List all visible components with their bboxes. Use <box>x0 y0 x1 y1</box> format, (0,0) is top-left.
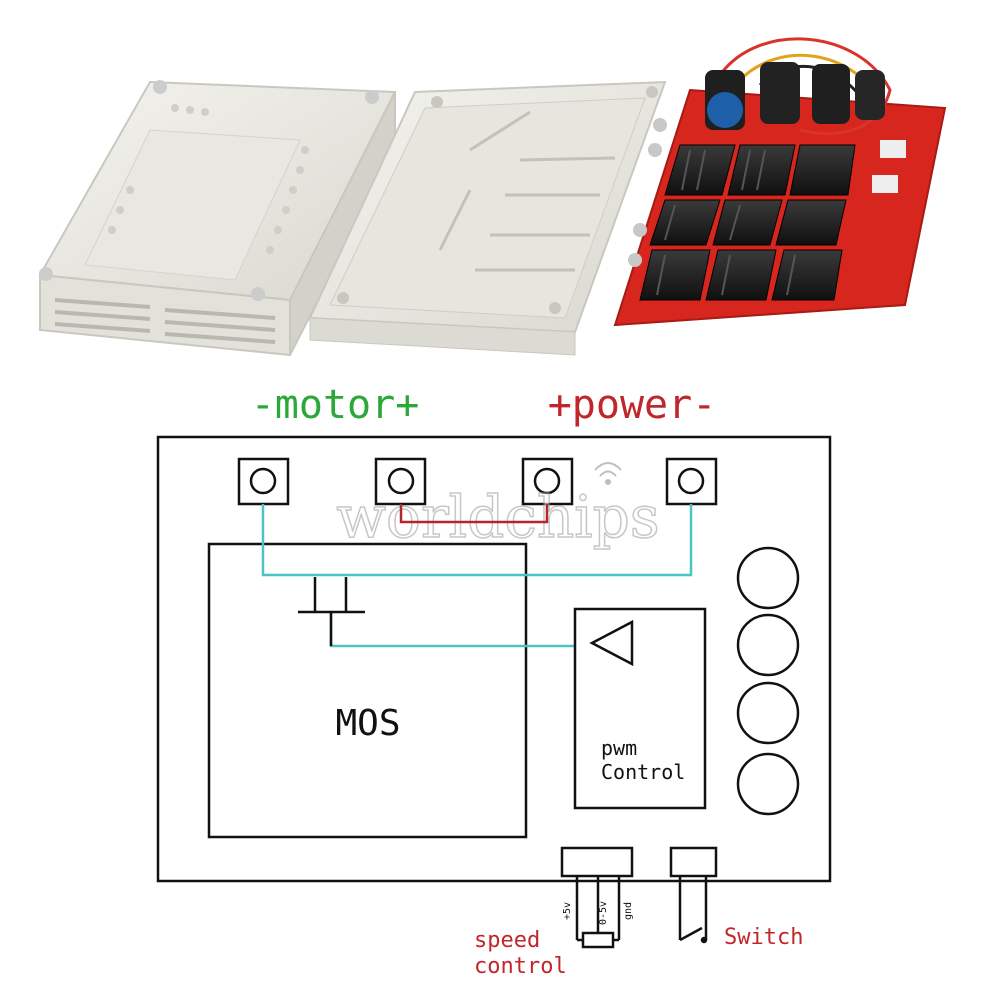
speed-control-connector <box>560 846 634 949</box>
red-link-wire <box>399 504 549 524</box>
mos-label: MOS <box>335 703 400 744</box>
controller-board <box>613 37 947 327</box>
pwm-control-block <box>573 607 707 810</box>
enclosure-cover <box>38 80 397 357</box>
switch-icon <box>679 926 703 942</box>
terminal-power-minus <box>665 457 718 506</box>
mosfet-symbol <box>298 577 365 646</box>
pin-label-gnd: gnd <box>623 902 634 920</box>
pwm-driver-triangle-icon <box>589 619 634 667</box>
wifi-icon <box>594 462 622 485</box>
capacitor-3 <box>736 681 800 745</box>
capacitors <box>705 62 885 130</box>
watermark-text: worldchips <box>336 483 659 551</box>
pin-label-0-5v: 0-5v <box>598 901 609 925</box>
capacitor-circles <box>736 546 800 816</box>
potentiometer-icon <box>581 931 615 949</box>
mos-block <box>207 542 528 839</box>
switch-label: Switch <box>724 925 803 950</box>
board-outline <box>156 435 832 883</box>
speed-control-label-line1: speed <box>474 928 540 953</box>
capacitor-2 <box>736 613 800 677</box>
enclosure-base <box>308 80 667 356</box>
pwm-label-line2: Control <box>601 760 685 784</box>
power-terminal-label: +power- <box>548 382 717 428</box>
watermark: worldchips <box>336 462 660 552</box>
pwm-label-line1: pwm <box>601 736 637 760</box>
speed-pin-labels: +5v 0-5v gnd <box>562 901 634 925</box>
capacitor-4 <box>736 752 800 816</box>
pin-label-5v: +5v <box>562 902 573 920</box>
motor-terminal-label: -motor+ <box>251 382 420 428</box>
switch-connector <box>669 846 718 944</box>
speed-control-label-line2: control <box>474 954 567 979</box>
product-photo <box>38 37 947 357</box>
capacitor-1 <box>736 546 800 610</box>
terminal-motor-minus <box>237 457 290 506</box>
screw-terminals <box>237 457 718 506</box>
wiring-diagram: -motor+ +power- worldchips MOS pwm C <box>156 382 832 979</box>
